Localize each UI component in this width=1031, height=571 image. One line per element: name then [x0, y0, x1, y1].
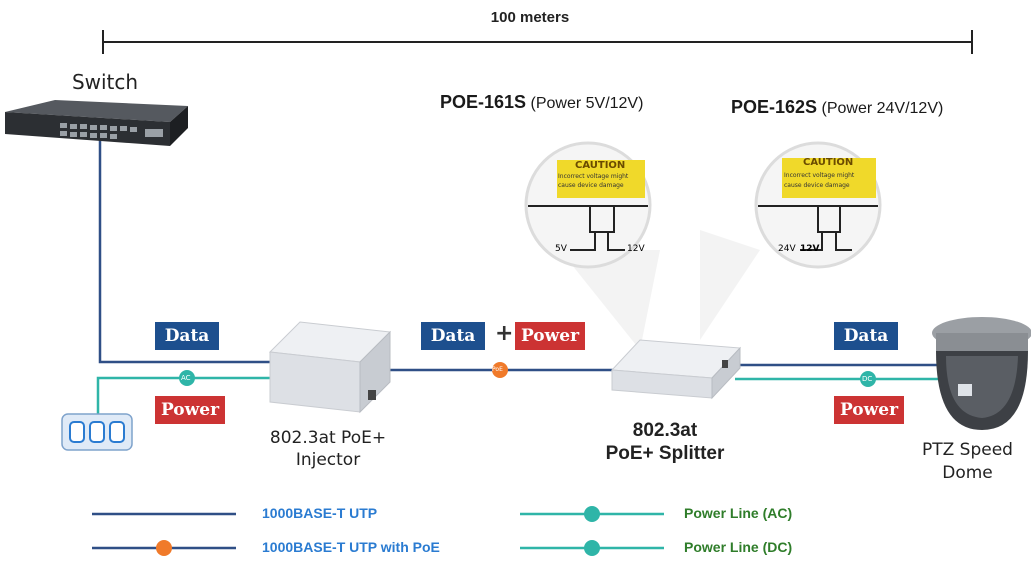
poe-badge-icon	[492, 362, 508, 378]
poe161-caution-text1: Incorrect voltage might	[558, 173, 629, 180]
legend-ac-label: Power Line (AC)	[684, 505, 793, 521]
data-tag-mid: Data	[421, 322, 485, 350]
poe161-caution-title: CAUTION	[575, 160, 626, 171]
injector-label-line1: 802.3at PoE+	[269, 428, 387, 448]
power-outlet	[61, 413, 133, 451]
poe161-caution-text2: cause device damage	[558, 182, 624, 189]
poe162-caution-title: CAUTION	[803, 157, 854, 168]
poe161-heading: POE-161S (Power 5V/12V)	[440, 92, 643, 113]
legend-utp-label: 1000BASE-T UTP	[262, 505, 378, 521]
switch-device	[5, 100, 188, 146]
data-tag-left: Data	[155, 322, 219, 350]
data-cable-switch-injector	[98, 140, 282, 364]
poe162-power: (Power 24V/12V)	[817, 100, 944, 117]
ac-badge-text: AC	[181, 374, 191, 382]
poe162-caution-text1: Incorrect voltage might	[784, 172, 855, 179]
poe162-model: POE-162S	[731, 97, 818, 117]
poe161-power: (Power 5V/12V)	[526, 95, 644, 112]
ac-badge-icon	[179, 370, 195, 386]
splitter-label-line1: 802.3at	[632, 420, 698, 441]
poe161-callout	[524, 141, 652, 269]
poe161-5v-label: 5V	[555, 244, 567, 254]
poe161-model: POE-161S	[440, 92, 527, 112]
dc-badge-text: DC	[862, 375, 873, 383]
power-tag-left: Power	[155, 396, 225, 424]
camera-label-line2: Dome	[942, 463, 993, 483]
poe161-12v-label: 12V	[627, 244, 645, 254]
ac-power-line	[96, 376, 282, 430]
injector-device	[268, 321, 392, 414]
poe162-caution-text2: cause device damage	[784, 182, 850, 189]
splitter-device	[560, 230, 760, 400]
poe-badge-text: PoE	[492, 366, 503, 373]
injector-label-line2: Injector	[295, 450, 361, 470]
power-tag-right: Power	[834, 396, 904, 424]
data-tag-right: Data	[834, 322, 898, 350]
power-tag-mid: Power	[515, 322, 585, 350]
poe162-heading: POE-162S (Power 24V/12V)	[731, 97, 943, 118]
camera-label-line1: PTZ Speed	[922, 440, 1013, 460]
poe162-callout	[754, 141, 882, 269]
plus-sign: +	[495, 321, 514, 346]
splitter-label-line2: PoE+ Splitter	[605, 443, 725, 464]
legend-utp-poe-label: 1000BASE-T UTP with PoE	[262, 539, 440, 555]
legend-dc-icon	[584, 540, 600, 556]
poe162-12v-label: 12V	[800, 244, 820, 254]
switch-label: Switch	[71, 70, 139, 94]
legend-poe-icon	[156, 540, 172, 556]
dc-badge-icon	[860, 371, 876, 387]
poe162-24v-label: 24V	[778, 244, 796, 254]
legend-ac-icon	[584, 506, 600, 522]
distance-label: 100 meters	[490, 9, 570, 26]
ptz-camera	[932, 317, 1031, 430]
legend-dc-label: Power Line (DC)	[684, 539, 793, 555]
distance-bracket	[102, 30, 973, 54]
